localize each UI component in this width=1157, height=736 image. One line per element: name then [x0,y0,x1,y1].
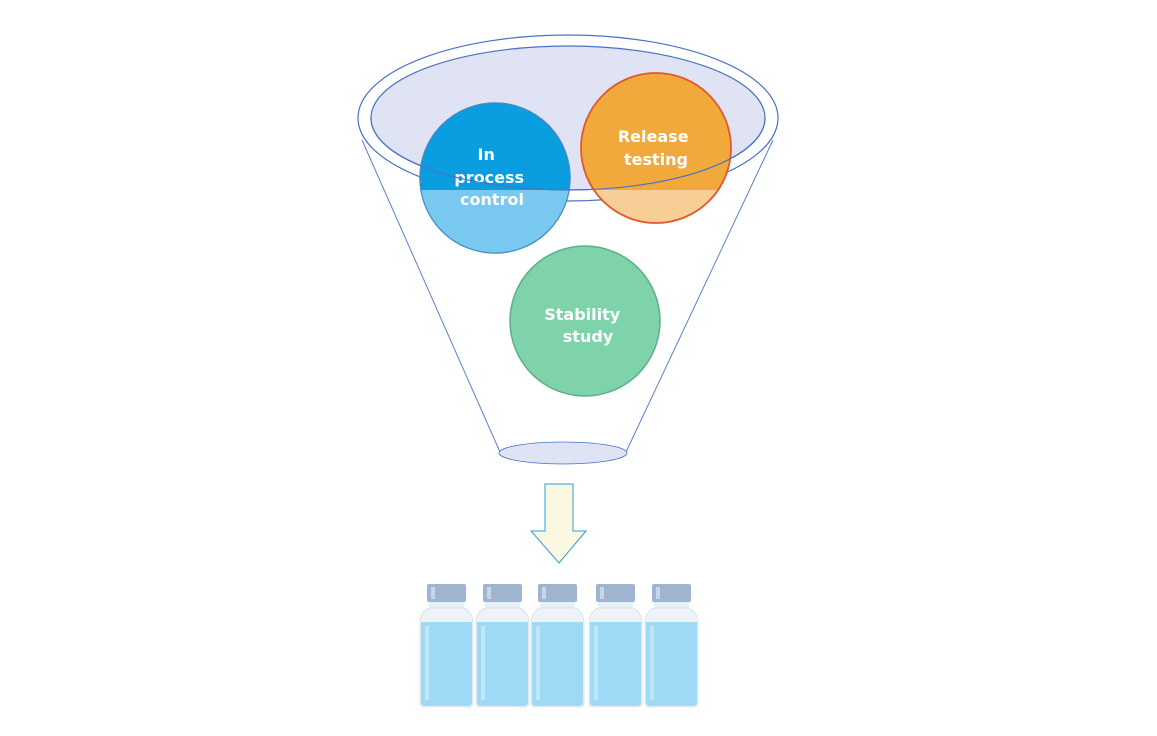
vial-neck [429,602,464,608]
release-testing-label: Release testing [618,127,694,169]
vial-neck [654,602,689,608]
release-testing-line-2: testing [624,150,688,169]
funnel-spout [498,441,628,465]
vial-liquid [590,622,641,706]
vial [419,584,474,708]
vial [530,584,585,708]
release-testing-line-1: Release [618,127,689,146]
in-process-control-lower [420,190,570,253]
vial [475,584,530,708]
vial-cap-highlight [431,587,435,599]
vial-cap-highlight [542,587,546,599]
vial-cap [596,584,635,602]
vial-cap-highlight [600,587,604,599]
vial-highlight [594,626,598,700]
vial-highlight [481,626,485,700]
vial-cap [652,584,691,602]
vial-cap-highlight [656,587,660,599]
stability-study-circle [509,245,661,397]
vial-neck [598,602,633,608]
vial-liquid [646,622,697,706]
in-process-control-line-1: In [478,145,495,164]
release-testing-circle [581,73,731,223]
in-process-control-line-3: control [460,190,524,209]
vial-cap [483,584,522,602]
stability-study-bubble: Stability study [509,245,661,397]
vial-neck [540,602,575,608]
vial-highlight [536,626,540,700]
funnel-rim-front [370,117,766,191]
vial-liquid [477,622,528,706]
vial-highlight [425,626,429,700]
in-process-control-line-2: process [454,168,524,187]
release-testing-lower [593,190,719,223]
vial [588,584,643,708]
vial-neck [485,602,520,608]
release-testing-bubble: Release testing [580,72,732,224]
stability-study-line-1: Stability [544,305,621,324]
vial-highlight [650,626,654,700]
vial-row [419,584,699,708]
vial-cap [427,584,466,602]
funnel-rim-outer [357,34,779,202]
stability-study-line-2: study [563,327,614,346]
vial [644,584,699,708]
vial-cap [538,584,577,602]
vial-liquid [532,622,583,706]
stability-study-label: Stability study [544,305,626,346]
vial-liquid [421,622,472,706]
down-arrow [529,483,588,564]
in-process-control-label: In process control [454,145,529,209]
vial-cap-highlight [487,587,491,599]
in-process-control-bubble: In process control [419,102,571,254]
